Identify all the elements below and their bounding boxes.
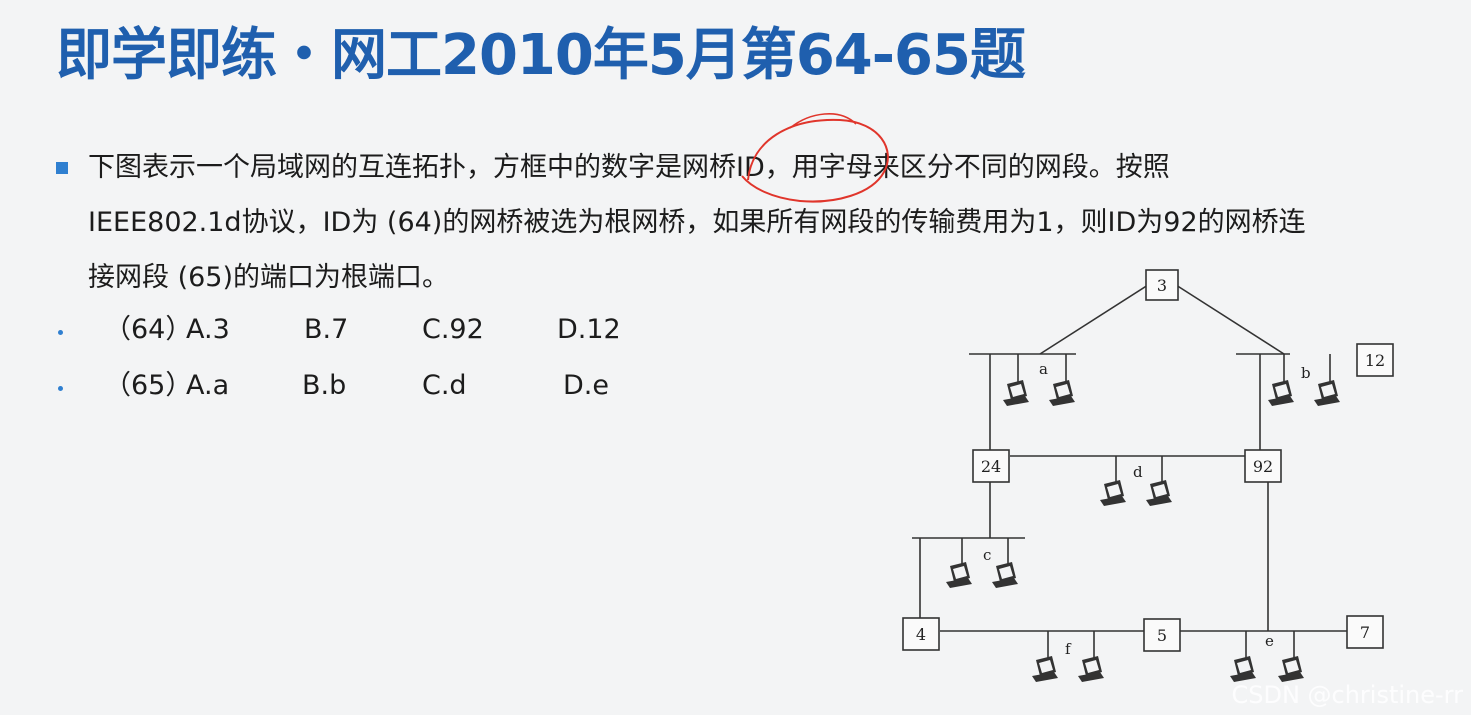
computer-icon	[1049, 380, 1075, 406]
computer-icon	[1078, 656, 1104, 682]
bridge-box	[902, 617, 940, 651]
bridge-box	[1143, 618, 1181, 652]
computer-icon	[1230, 656, 1256, 682]
segment-label: c	[983, 546, 991, 564]
segment-label: f	[1065, 640, 1072, 658]
option-65-d: D.e	[563, 370, 609, 401]
dot-bullet-icon	[58, 386, 63, 391]
bridge-box	[1346, 615, 1384, 649]
watermark: CSDN @christine-rr	[1231, 681, 1463, 709]
lan-topology-diagram: 3 12 24 92 4 5 7 a b d c f e	[902, 269, 1394, 682]
option-label-64: （64）	[104, 314, 193, 345]
computer-icon	[1268, 380, 1294, 406]
segment-label: e	[1265, 632, 1274, 650]
option-64-c: C.92	[422, 314, 484, 345]
computer-icon	[1314, 380, 1340, 406]
bridge-box	[972, 449, 1010, 483]
option-65-a: A.a	[186, 370, 230, 401]
bridge-label: 92	[1253, 457, 1273, 476]
segment-label: b	[1301, 364, 1311, 382]
option-64-b: B.7	[304, 314, 349, 345]
option-65-b: B.b	[302, 370, 347, 401]
dot-bullet-icon	[58, 330, 63, 335]
option-label-65: （65）	[104, 370, 193, 401]
computer-icon	[946, 562, 972, 588]
question-line-3: 接网段 (65)的端口为根端口。	[88, 262, 450, 293]
question-line-2: IEEE802.1d协议，ID为 (64)的网桥被选为根网桥，如果所有网段的传输…	[88, 207, 1306, 238]
option-64-d: D.12	[557, 314, 621, 345]
bridge-label: 7	[1360, 623, 1370, 642]
segment-label: a	[1039, 360, 1048, 378]
option-64-a: A.3	[186, 314, 230, 345]
option-65-c: C.d	[422, 370, 467, 401]
bridge-label: 4	[916, 625, 926, 644]
computer-icon	[1278, 656, 1304, 682]
question-line-1: 下图表示一个局域网的互连拓扑，方框中的数字是网桥ID，用字母来区分不同的网段。按…	[88, 152, 1170, 183]
bridge-label: 5	[1157, 626, 1167, 645]
bridge-box	[1244, 449, 1282, 483]
segment-label: d	[1133, 463, 1143, 481]
computer-icon	[1146, 480, 1172, 506]
computer-icon	[992, 562, 1018, 588]
bridge-box	[1145, 269, 1179, 301]
bridge-label: 24	[981, 457, 1001, 476]
computer-icon	[1100, 480, 1126, 506]
computer-icon	[1003, 380, 1029, 406]
square-bullet-icon	[56, 162, 68, 174]
bridge-label: 12	[1365, 351, 1385, 370]
bridge-box	[1356, 343, 1394, 377]
bridge-label: 3	[1157, 276, 1167, 295]
slide-title: 即学即练・网工2010年5月第64-65题	[56, 23, 1026, 88]
computer-icon	[1032, 656, 1058, 682]
